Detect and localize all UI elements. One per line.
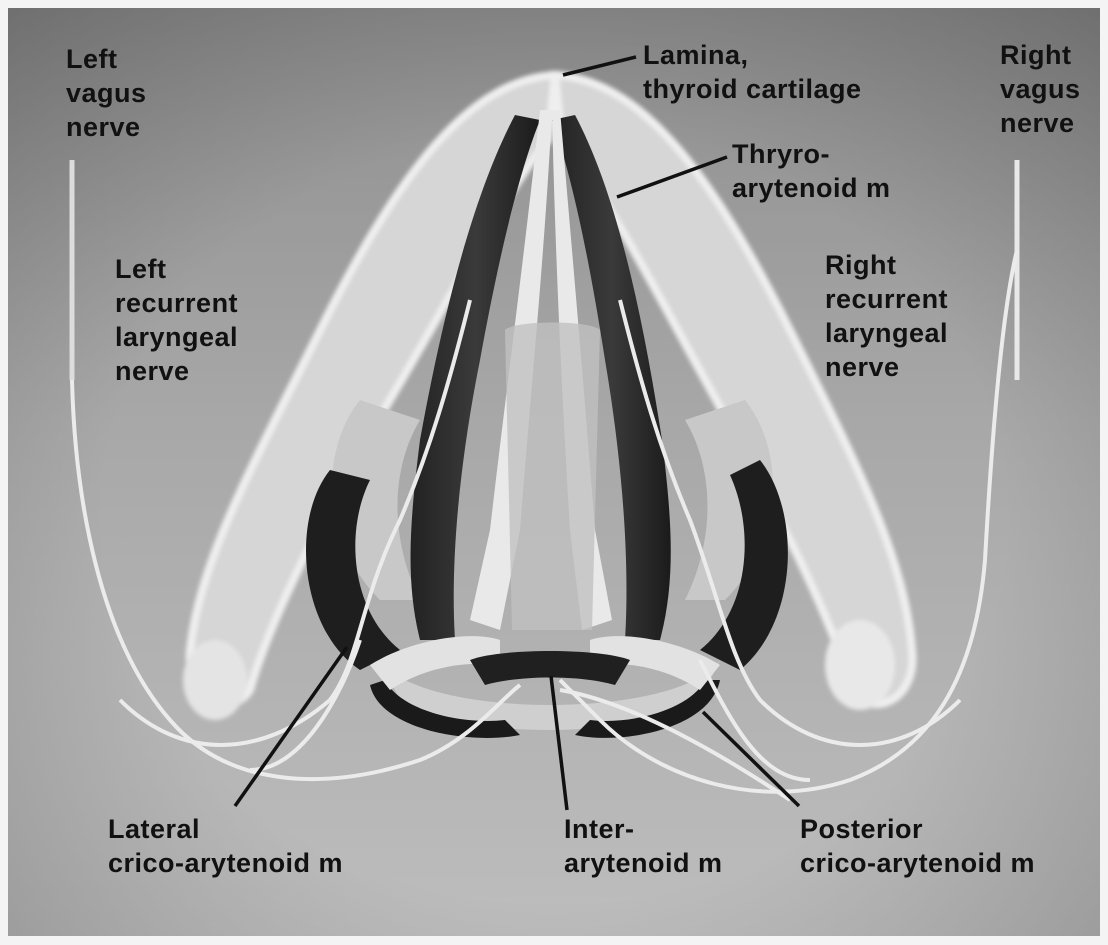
label-line: crico-arytenoid m xyxy=(108,846,343,880)
label-line: recurrent xyxy=(825,282,948,316)
label-line: vagus xyxy=(66,76,147,110)
label-line: nerve xyxy=(1000,106,1081,140)
label-line: arytenoid m xyxy=(564,846,723,880)
label-line: Right xyxy=(1000,38,1081,72)
label-line: vagus xyxy=(1000,72,1081,106)
label-line: crico-arytenoid m xyxy=(800,846,1035,880)
label-line: recurrent xyxy=(115,286,238,320)
label-line: nerve xyxy=(825,350,948,384)
left-vagus-nerve-label: Left vagus nerve xyxy=(66,42,147,144)
left-recurrent-laryngeal-nerve-label: Left recurrent laryngeal nerve xyxy=(115,252,238,388)
label-line: Left xyxy=(115,252,238,286)
lamina-thyroid-cartilage-label: Lamina, thyroid cartilage xyxy=(643,38,862,106)
label-line: Left xyxy=(66,42,147,76)
label-line: arytenoid m xyxy=(732,171,891,205)
label-line: nerve xyxy=(66,110,147,144)
label-line: laryngeal xyxy=(825,316,948,350)
interarytenoid-label: Inter- arytenoid m xyxy=(564,812,723,880)
label-line: nerve xyxy=(115,354,238,388)
label-line: Thryro- xyxy=(732,137,891,171)
thyroarytenoid-label: Thryro- arytenoid m xyxy=(732,137,891,205)
lateral-crico-arytenoid-label: Lateral crico-arytenoid m xyxy=(108,812,343,880)
label-line: Right xyxy=(825,248,948,282)
label-line: Inter- xyxy=(564,812,723,846)
label-line: Lateral xyxy=(108,812,343,846)
right-recurrent-laryngeal-nerve-label: Right recurrent laryngeal nerve xyxy=(825,248,948,384)
posterior-crico-arytenoid-label: Posterior crico-arytenoid m xyxy=(800,812,1035,880)
label-line: Posterior xyxy=(800,812,1035,846)
label-line: laryngeal xyxy=(115,320,238,354)
right-vagus-nerve-label: Right vagus nerve xyxy=(1000,38,1081,140)
label-line: Lamina, xyxy=(643,38,862,72)
label-line: thyroid cartilage xyxy=(643,72,862,106)
